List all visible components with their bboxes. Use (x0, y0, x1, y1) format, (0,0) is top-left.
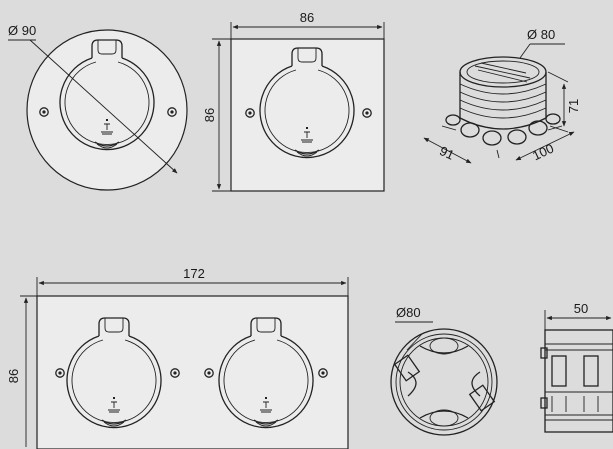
box-side-depth-label: 50 (574, 301, 588, 316)
round-plate-diameter-label: Ø 90 (8, 23, 36, 38)
square-plate-outline (230, 38, 385, 192)
box-depth-label: 91 (437, 143, 456, 163)
double-plate-view: 172 86 (6, 266, 349, 449)
box-width-label: 100 (530, 141, 556, 164)
box-side-view: 50 (540, 301, 613, 433)
square-plate-height-label: 86 (202, 108, 217, 122)
double-plate-width-label: 172 (183, 266, 205, 281)
box-height-label: 71 (566, 99, 581, 113)
square-plate-width-label: 86 (300, 10, 314, 25)
box-top-view: Ø80 (390, 305, 498, 436)
round-plate-view: Ø 90 (8, 23, 188, 191)
box-3d-view: Ø 80 71 91 100 (423, 27, 581, 164)
square-plate-view: 86 86 (202, 10, 385, 192)
double-plate-outline (36, 295, 349, 449)
diameter-line (29, 39, 178, 174)
box-diameter-label: Ø 80 (527, 27, 555, 42)
box-top-diameter-label: Ø80 (396, 305, 421, 320)
double-plate-height-label: 86 (6, 369, 21, 383)
